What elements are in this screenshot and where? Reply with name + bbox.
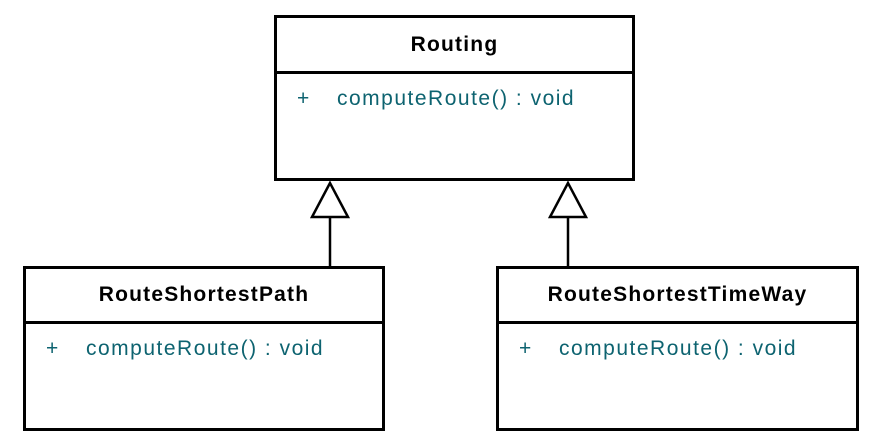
method-signature: computeRoute() : void (559, 337, 798, 360)
method-row: + computeRoute() : void (46, 337, 382, 361)
class-name-routing: Routing (277, 18, 632, 74)
generalization-arrow-right (547, 180, 589, 266)
method-row: + computeRoute() : void (297, 87, 632, 111)
generalization-arrow-left (309, 180, 351, 266)
methods-compartment-route-shortest-time-way: + computeRoute() : void (499, 324, 856, 361)
method-row: + computeRoute() : void (519, 337, 856, 361)
hollow-triangle-icon (547, 180, 589, 219)
visibility-public-symbol: + (46, 337, 60, 360)
class-name-route-shortest-time-way: RouteShortestTimeWay (499, 269, 856, 324)
method-signature: computeRoute() : void (337, 87, 576, 110)
methods-compartment-route-shortest-path: + computeRoute() : void (26, 324, 382, 361)
class-box-route-shortest-time-way: RouteShortestTimeWay + computeRoute() : … (496, 266, 859, 431)
visibility-public-symbol: + (297, 87, 311, 110)
method-signature: computeRoute() : void (86, 337, 325, 360)
class-box-routing: Routing + computeRoute() : void (274, 15, 635, 181)
visibility-public-symbol: + (519, 337, 533, 360)
class-box-route-shortest-path: RouteShortestPath + computeRoute() : voi… (23, 266, 385, 431)
hollow-triangle-icon (309, 180, 351, 219)
methods-compartment-routing: + computeRoute() : void (277, 74, 632, 111)
class-name-route-shortest-path: RouteShortestPath (26, 269, 382, 324)
